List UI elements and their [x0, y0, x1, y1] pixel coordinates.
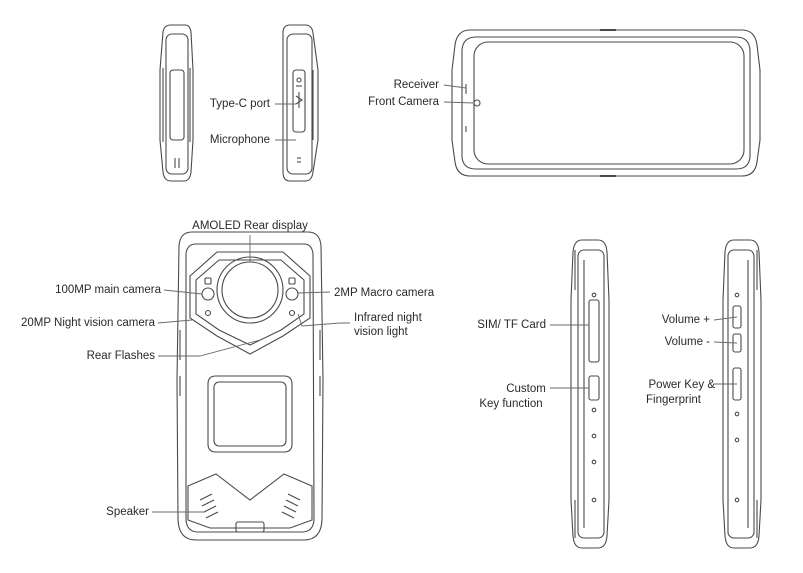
label-type-c-port: Type-C port	[209, 98, 270, 110]
side-view-left	[159, 24, 194, 182]
label-night-vision-camera: 20MP Night vision camera	[20, 317, 155, 329]
leader-lines	[152, 84, 738, 513]
label-macro-camera: 2MP Macro camera	[334, 287, 435, 299]
leader-receiver	[443, 84, 467, 89]
leader-main-camera	[163, 289, 203, 295]
label-infrared-line2: vision light	[354, 326, 408, 338]
leader-macro-camera	[297, 291, 331, 294]
label-custom-key-line2: Key function	[479, 398, 543, 410]
side-view-sim	[570, 239, 610, 549]
leader-night-camera	[157, 319, 193, 324]
label-power-key-line2: Fingerprint	[646, 394, 701, 406]
label-volume-up: Volume +	[661, 314, 710, 326]
side-view-keys	[722, 239, 762, 549]
label-custom-key-line1: Custom	[506, 383, 546, 395]
label-receiver: Receiver	[393, 79, 439, 91]
label-microphone: Microphone	[209, 134, 270, 146]
label-sim-tf-card: SIM/ TF Card	[477, 319, 546, 331]
leader-flashes	[158, 339, 261, 357]
leader-volume-up	[713, 316, 738, 321]
back-view	[176, 231, 324, 541]
label-infrared-line1: Infrared night	[354, 312, 422, 324]
label-amoled-rear-display: AMOLED Rear display	[192, 220, 308, 232]
front-view	[451, 29, 761, 177]
leader-front-camera	[443, 101, 475, 104]
label-volume-down: Volume -	[664, 336, 710, 348]
leader-volume-down	[713, 341, 738, 344]
leader-infrared	[297, 313, 350, 327]
label-power-key-line1: Power Key &	[648, 379, 715, 391]
bottom-edge-view	[282, 24, 319, 182]
label-front-camera: Front Camera	[368, 96, 439, 108]
label-speaker: Speaker	[106, 506, 149, 518]
label-main-camera: 100MP main camera	[55, 284, 161, 296]
label-rear-flashes: Rear Flashes	[86, 350, 155, 362]
